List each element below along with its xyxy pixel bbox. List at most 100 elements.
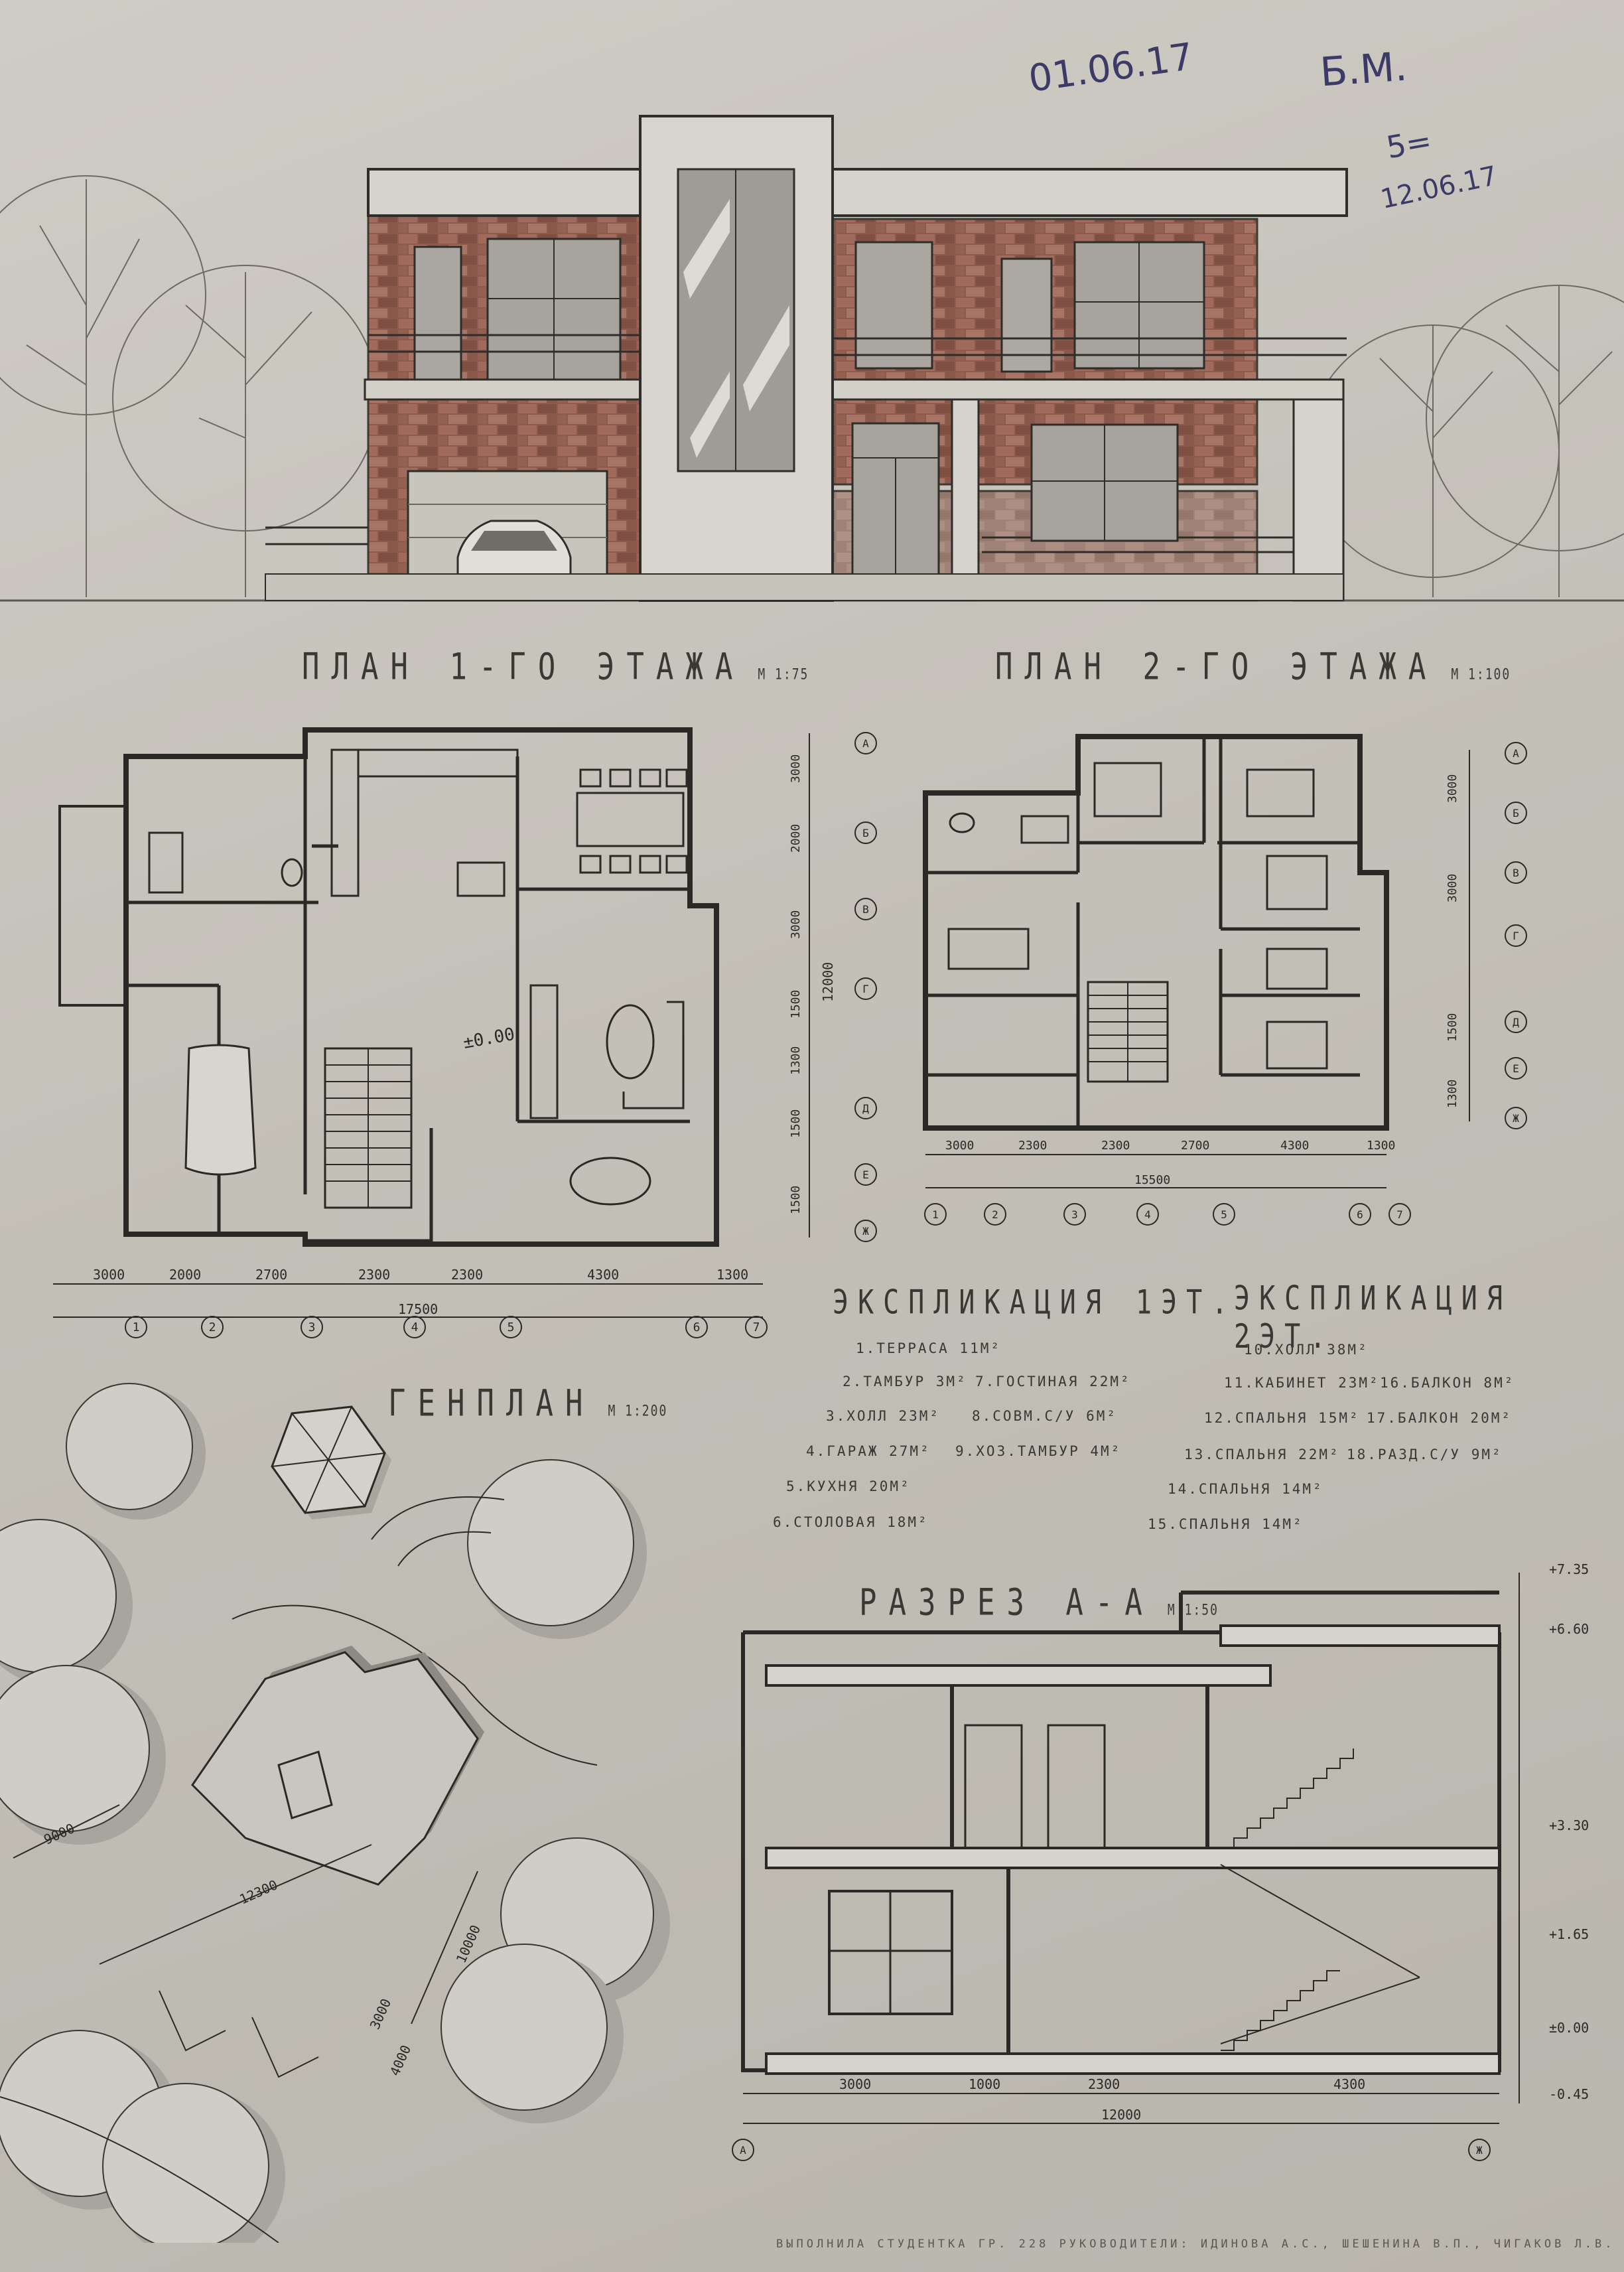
section-aa: 3000 1000 2300 4300 12000 А Ж +7.35 +6.6… (732, 1561, 1589, 2161)
plan1-axis-7: 7 (753, 1320, 760, 1334)
expl1-item-9: 9.ХОЗ.ТАМБУР 4М² (955, 1443, 1122, 1459)
plan1-dim-total: 17500 (398, 1301, 438, 1317)
section-level-5: ±0.00 (1549, 2020, 1589, 2036)
plan1-side-dim-6: 1500 (789, 1109, 803, 1138)
section-dim-2: 1000 (969, 2076, 1000, 2092)
section-level-1: +7.35 (1549, 1561, 1589, 1577)
plan2-side-axis-3: В (1513, 867, 1519, 879)
plan1-dim-5: 2300 (451, 1267, 483, 1283)
plan2-axis-5: 5 (1221, 1208, 1227, 1221)
credits-line: ВЫПОЛНИЛА СТУДЕНТКА ГР. 228 РУКОВОДИТЕЛИ… (776, 2237, 1615, 2251)
plan1-side-dim-4: 1500 (789, 990, 803, 1019)
genplan-title-text: ГЕНПЛАН (388, 1382, 595, 1425)
section-dim-1: 3000 (839, 2076, 871, 2092)
plan1-side-axis-5: Д (862, 1102, 869, 1115)
plan2-axis-4: 4 (1144, 1208, 1151, 1221)
plan1-side-dim-2: 2000 (789, 824, 803, 853)
plan1-side-dim-7: 1500 (789, 1186, 803, 1214)
genplan-scale: М 1:200 (608, 1402, 668, 1420)
plan1-side-axis-4: Г (862, 983, 869, 995)
section-axis-right: Ж (1476, 2144, 1483, 2157)
site-plan: 12300 10000 9000 4000 3000 (0, 1383, 670, 2243)
plan2-axis-3: 3 (1071, 1208, 1078, 1221)
plan2-dim-1: 3000 (945, 1139, 974, 1153)
plan1-side-axis-2: Б (862, 827, 869, 839)
expl2-title-text: ЭКСПЛИКАЦИЯ 2ЭТ. (1234, 1279, 1512, 1356)
expl1-item-2: 2.ТАМБУР 3М² (843, 1374, 967, 1389)
genplan-dim-4: 4000 (387, 2042, 415, 2078)
genplan-dim-5: 3000 (367, 1996, 395, 2032)
section-dim-total: 12000 (1101, 2107, 1141, 2123)
plan1-side-dim-5: 1300 (789, 1046, 803, 1075)
plan2-side-dim-3: 1500 (1446, 1013, 1459, 1042)
expl1-item-7: 7.ГОСТИНАЯ 22М² (975, 1374, 1131, 1389)
handwritten-date: 01.06.17 (1026, 35, 1196, 102)
expl1-item-4: 4.ГАРАЖ 27М² (806, 1443, 931, 1459)
section-dim-3: 2300 (1088, 2076, 1120, 2092)
plan2-dim-6: 1300 (1367, 1139, 1395, 1153)
plan1-level-mark: ±0.00 (462, 1025, 516, 1053)
handwritten-initials: Б.М. (1318, 43, 1409, 96)
plan2-axis-1: 1 (932, 1208, 939, 1221)
plan2-scale: М 1:100 (1451, 666, 1511, 683)
floor1-side-axes: 12000 А Б В Г Д Е Ж (809, 732, 877, 1242)
plan1-side-dim-3: 3000 (789, 910, 803, 939)
plan1-side-total: 12000 (820, 962, 836, 1002)
expl2-item-14: 14.СПАЛЬНЯ 14М² (1168, 1481, 1323, 1497)
plan2-dim-total: 15500 (1134, 1173, 1170, 1187)
site-trees (0, 1383, 670, 2243)
plan2-side-axis-2: Б (1513, 807, 1519, 819)
plan1-side-axis-1: А (862, 737, 869, 750)
genplan-title: ГЕНПЛАН М 1:200 (388, 1383, 667, 1425)
plan2-side-dim-1: 3000 (1446, 774, 1459, 803)
plan1-title-text: ПЛАН 1-ГО ЭТАЖА (302, 646, 745, 689)
plan1-axis-4: 4 (411, 1320, 419, 1334)
plan1-side-axis-7: Ж (862, 1225, 869, 1238)
plan2-axis-7: 7 (1396, 1208, 1403, 1221)
expl1-title: ЭКСПЛИКАЦИЯ 1ЭТ. (833, 1283, 1237, 1322)
expl1-item-5: 5.КУХНЯ 20М² (786, 1478, 911, 1494)
tree-left (0, 175, 379, 597)
plan2-side-dim-2: 3000 (1446, 874, 1459, 902)
plan2-side-axis-1: А (1513, 747, 1519, 760)
plan2-dim-3: 2300 (1101, 1139, 1130, 1153)
expl2-item-18: 18.РАЗД.С/У 9М² (1347, 1447, 1503, 1462)
expl2-title: ЭКСПЛИКАЦИЯ 2ЭТ. (1234, 1280, 1624, 1356)
plan1-dim-6: 4300 (587, 1267, 619, 1283)
tree-right (1306, 285, 1624, 597)
plan2-axis-6: 6 (1357, 1208, 1363, 1221)
section-axis-left: А (740, 2144, 746, 2157)
plan1-axis-5: 5 (508, 1320, 515, 1334)
section-dim-4: 4300 (1333, 2076, 1365, 2092)
plan1-dim-7: 1300 (716, 1267, 748, 1283)
expl1-item-3: 3.ХОЛЛ 23М² (826, 1408, 941, 1424)
plan1-axis-1: 1 (133, 1320, 140, 1334)
plan1-dim-3: 2700 (255, 1267, 287, 1283)
expl2-item-17: 17.БАЛКОН 20М² (1367, 1410, 1513, 1426)
expl1-item-8: 8.СОВМ.С/У 6М² (972, 1408, 1118, 1424)
plan1-side-axis-3: В (862, 903, 869, 916)
expl2-item-11: 11.КАБИНЕТ 23М² (1224, 1375, 1380, 1391)
plan2-side-dim-4: 1300 (1446, 1080, 1459, 1108)
plan1-axis-6: 6 (693, 1320, 701, 1334)
facade-elevation (0, 115, 1624, 602)
section-scale: М 1:50 (1167, 1601, 1219, 1619)
floor1-plan: ±0.00 3000 2000 2700 2300 2300 4300 1300… (53, 727, 803, 1338)
floor2-plan: 3000 2300 2300 2700 4300 1300 15500 1 2 … (923, 734, 1527, 1226)
plan2-side-axis-6: Е (1513, 1062, 1519, 1075)
plan1-dim-4: 2300 (358, 1267, 390, 1283)
handwritten-grade: 5= (1383, 122, 1434, 166)
plan1-axis-2: 2 (209, 1320, 216, 1334)
section-title-text: РАЗРЕЗ А-А (859, 1581, 1154, 1624)
plan1-side-dim-1: 3000 (789, 754, 803, 783)
plan2-axis-2: 2 (992, 1208, 998, 1221)
expl1-title-text: ЭКСПЛИКАЦИЯ 1ЭТ. (833, 1283, 1237, 1322)
genplan-dim-1: 12300 (237, 1877, 280, 1907)
section-level-6: -0.45 (1549, 2086, 1589, 2102)
expl2-item-16: 16.БАЛКОН 8М² (1380, 1375, 1515, 1391)
plan2-dim-5: 4300 (1280, 1139, 1309, 1153)
plan2-side-axis-5: Д (1513, 1016, 1519, 1029)
plan1-dim-2: 2000 (169, 1267, 201, 1283)
